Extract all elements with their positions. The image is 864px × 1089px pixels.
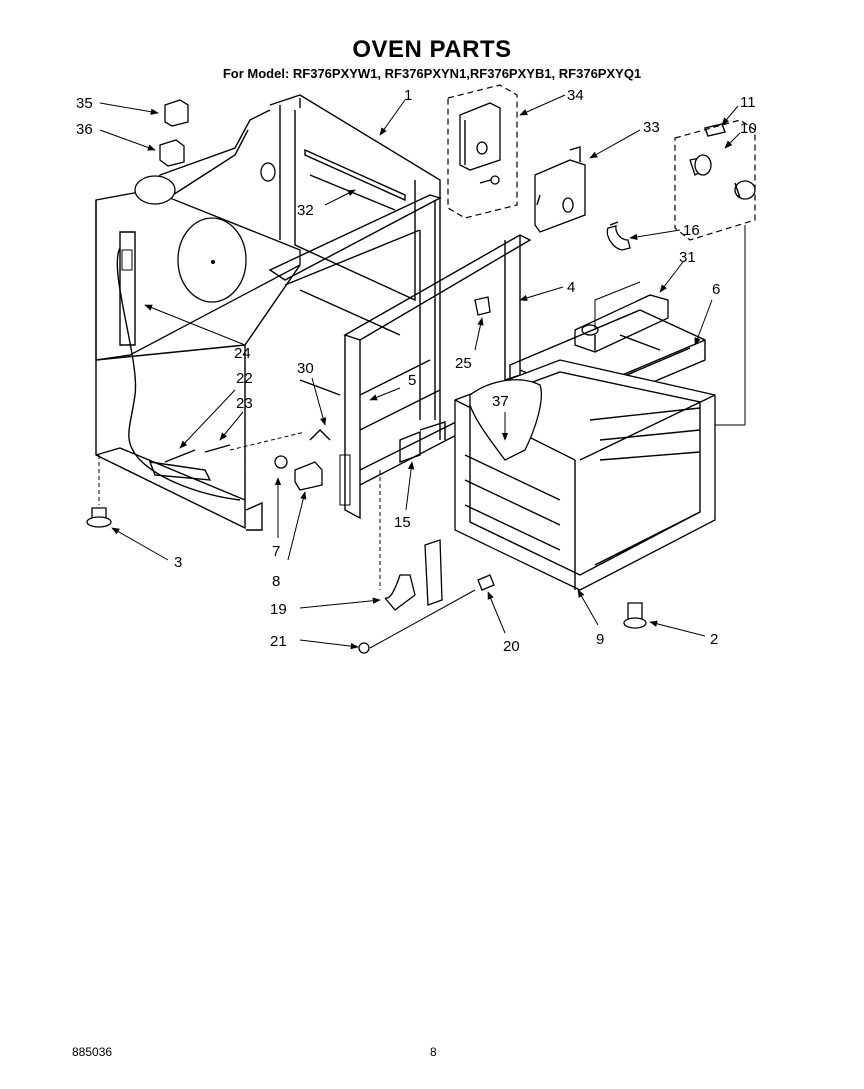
callout-6: 6 (712, 281, 720, 298)
small-hardware (86, 99, 647, 654)
oven-liner-9 (454, 359, 716, 591)
front-frame (299, 234, 532, 520)
callout-22: 22 (236, 370, 253, 387)
callout-31: 31 (679, 249, 696, 266)
callout-37: 37 (492, 393, 509, 410)
elbow-16 (606, 221, 631, 251)
callout-36: 36 (76, 121, 93, 138)
callout-25: 25 (455, 355, 472, 372)
callout-33: 33 (643, 119, 660, 136)
callout-34: 34 (567, 87, 584, 104)
callout-3: 3 (174, 554, 182, 571)
callout-labels: 35 36 1 34 11 10 33 32 16 31 4 6 24 25 3… (76, 87, 757, 655)
rear-plate (534, 146, 586, 233)
callout-30: 30 (297, 360, 314, 377)
callout-15: 15 (394, 514, 411, 531)
knob-assembly-10-11 (674, 119, 756, 241)
callout-11: 11 (740, 94, 756, 111)
callout-24: 24 (234, 345, 251, 362)
oven-side-panel (95, 189, 301, 531)
document-number: 885036 (72, 1045, 113, 1059)
callout-8: 8 (272, 573, 280, 590)
callout-4: 4 (567, 279, 575, 296)
callout-5: 5 (408, 372, 416, 389)
burner-31 (574, 281, 669, 353)
callout-1: 1 (404, 87, 412, 104)
callout-35: 35 (76, 95, 93, 112)
callout-2: 2 (710, 631, 718, 648)
oven-frame (134, 94, 442, 440)
page-number: 8 (430, 1045, 437, 1059)
callout-19: 19 (270, 601, 287, 618)
callout-7: 7 (272, 543, 280, 560)
model-subtitle: For Model: RF376PXYW1, RF376PXYN1,RF376P… (222, 66, 642, 81)
bracket-assembly-34 (447, 84, 518, 219)
callout-16: 16 (683, 222, 700, 239)
callout-9: 9 (596, 631, 604, 648)
page-title: OVEN PARTS (352, 36, 512, 63)
callout-21: 21 (270, 633, 287, 650)
leader-lines (98, 94, 746, 650)
callout-32: 32 (297, 202, 314, 219)
callout-10: 10 (740, 120, 757, 137)
callout-23: 23 (236, 395, 253, 412)
callout-20: 20 (503, 638, 520, 655)
